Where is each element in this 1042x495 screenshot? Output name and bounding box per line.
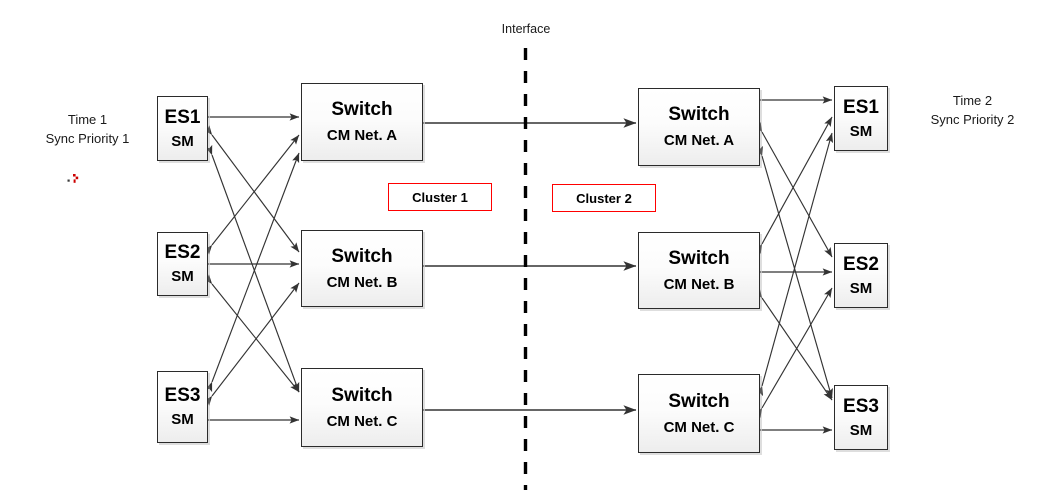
- left-switch-cm-net-c[interactable]: Switch CM Net. C: [301, 368, 423, 447]
- right-switch-cm-net-c[interactable]: Switch CM Net. C: [638, 374, 760, 453]
- node-subtitle: CM Net. C: [663, 418, 735, 436]
- node-title: ES1: [164, 106, 201, 128]
- node-title: Switch: [668, 104, 730, 126]
- stray-marker-artifact: [67, 174, 79, 183]
- interface-label: Interface: [501, 22, 551, 36]
- node-title: Switch: [331, 99, 393, 121]
- cluster-1-tag: Cluster 1: [388, 183, 492, 211]
- node-subtitle: SM: [171, 132, 194, 150]
- left-switch-cm-net-b[interactable]: Switch CM Net. B: [301, 230, 423, 307]
- node-title: Switch: [668, 390, 730, 412]
- node-title: ES3: [843, 395, 879, 417]
- left-end-system-es3[interactable]: ES3 SM: [157, 371, 208, 443]
- right-time-sync-caption: Time 2 Sync Priority 2: [930, 93, 1015, 127]
- node-subtitle: SM: [849, 279, 873, 297]
- node-subtitle: SM: [849, 421, 873, 439]
- node-subtitle: SM: [849, 122, 873, 140]
- node-title: ES1: [843, 96, 879, 118]
- cluster-2-label: Cluster 2: [576, 190, 632, 206]
- cluster-1-label: Cluster 1: [412, 189, 468, 205]
- right-end-system-es3[interactable]: ES3 SM: [834, 385, 888, 450]
- right-end-system-es1[interactable]: ES1 SM: [834, 86, 888, 151]
- left-switch-cm-net-a[interactable]: Switch CM Net. A: [301, 83, 423, 161]
- node-title: Switch: [331, 384, 393, 406]
- cluster-2-tag: Cluster 2: [552, 184, 656, 212]
- node-subtitle: CM Net. C: [326, 412, 398, 430]
- left-end-system-es2[interactable]: ES2 SM: [157, 232, 208, 296]
- node-title: ES2: [164, 242, 201, 264]
- node-title: Switch: [331, 245, 393, 267]
- right-switch-cm-net-a[interactable]: Switch CM Net. A: [638, 88, 760, 166]
- left-end-system-es1[interactable]: ES1 SM: [157, 96, 208, 161]
- interface-divider-line: [523, 48, 528, 490]
- node-subtitle: CM Net. B: [663, 275, 735, 293]
- right-switch-cm-net-b[interactable]: Switch CM Net. B: [638, 232, 760, 309]
- node-title: Switch: [668, 247, 730, 269]
- node-subtitle: CM Net. A: [663, 132, 735, 150]
- node-subtitle: SM: [171, 411, 194, 429]
- right-end-system-es2[interactable]: ES2 SM: [834, 243, 888, 308]
- node-title: ES3: [164, 385, 201, 407]
- left-time-sync-caption: Time 1 Sync Priority 1: [45, 112, 130, 146]
- node-subtitle: CM Net. A: [326, 127, 398, 145]
- node-title: ES2: [843, 253, 879, 275]
- node-subtitle: CM Net. B: [326, 273, 398, 291]
- node-subtitle: SM: [171, 268, 194, 286]
